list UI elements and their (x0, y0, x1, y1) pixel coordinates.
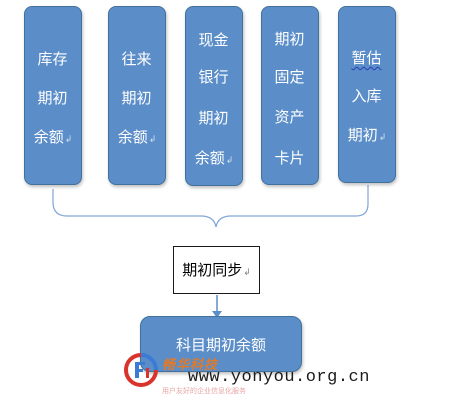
box-line: 银行 (198, 68, 229, 86)
box-line: 固定 (274, 68, 305, 86)
box-line: 期初 (274, 30, 305, 48)
box-line: 期初 (121, 89, 152, 107)
box-line: 期初 (198, 109, 229, 127)
box-line: 入库 (351, 87, 382, 105)
box-line: 资产 (274, 108, 305, 126)
box-line: 期初 (37, 89, 68, 107)
opening-sync-box: 期初同步↲ (173, 246, 260, 294)
receivables-payables-opening-balance-box: 往来 期初 余额↲ (108, 6, 166, 185)
merge-brace (52, 185, 369, 228)
inventory-opening-balance-box: 库存 期初 余额↲ (24, 6, 82, 185)
cash-bank-opening-balance-box: 现金 银行 期初 余额↲ (185, 6, 243, 186)
box-line: 卡片 (274, 149, 305, 167)
yonyou-logo-icon (124, 353, 158, 387)
box-line: 往来 (121, 50, 152, 68)
box-line: 余额↲ (117, 128, 157, 146)
account-opening-balance-box: 科目期初余额 (140, 316, 302, 372)
watermark-url: www.yonyou.org.cn (188, 368, 370, 387)
box-line: 余额↲ (194, 149, 234, 167)
box-line: 现金 (198, 31, 229, 49)
estimated-receipt-opening-box: 暂估 入库 期初↲ (338, 6, 396, 183)
fixed-asset-card-box: 期初 固定 资产 卡片 (261, 6, 319, 185)
watermark-brand: 畅华科技 (162, 358, 219, 373)
box-line: 期初↲ (347, 126, 387, 144)
box-line: 库存 (37, 50, 68, 68)
watermark-subtitle: 用户友好的企业信息化服务 (162, 387, 246, 395)
result-label: 科目期初余额 (175, 336, 266, 354)
box-line: 余额↲ (33, 128, 73, 146)
box-line: 暂估 (351, 49, 382, 67)
